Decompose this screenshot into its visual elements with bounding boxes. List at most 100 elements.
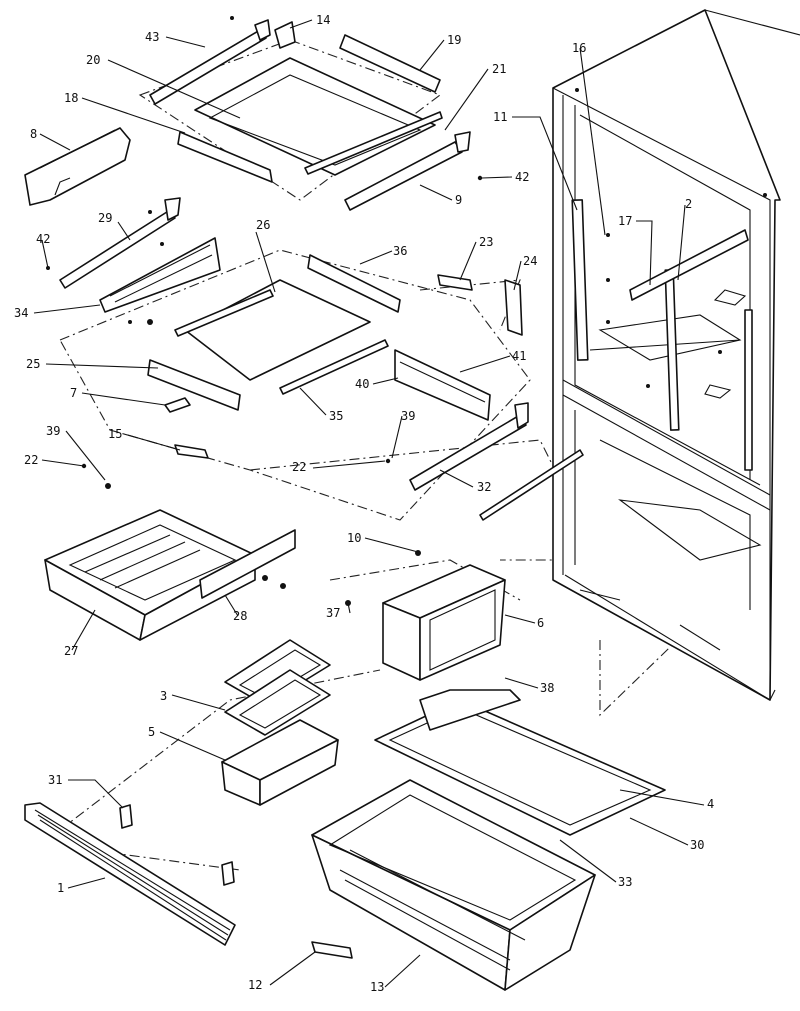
svg-text:5: 5 [148,725,155,739]
callout-9: 9 [419,184,462,207]
top-shelf-left-rail [149,19,271,105]
callout-31: 31 [48,773,124,809]
callout-38: 38 [504,677,554,695]
callout-2: 2 [677,197,692,281]
top-shelf-right-rail [344,131,471,211]
svg-text:8: 8 [30,127,37,141]
callout-22b: 22 [292,460,386,474]
svg-text:6: 6 [537,616,544,630]
svg-text:36: 36 [393,244,407,258]
shelf-clip-14 [274,21,296,49]
callout-35: 35 [299,387,343,423]
svg-text:10: 10 [347,531,361,545]
callout-36: 36 [359,244,407,265]
callout-24: 24 [513,254,537,291]
svg-text:20: 20 [86,53,100,67]
middle-shelf-front-rod-35 [279,339,389,395]
crisper-front-25 [147,359,241,411]
svg-text:40: 40 [355,377,369,391]
kickplate-grille-1 [24,802,236,946]
basket-handle-12 [311,941,353,959]
callout-3: 3 [160,689,226,711]
svg-text:24: 24 [523,254,537,268]
svg-text:2: 2 [685,197,692,211]
crisper-cover-frame-40-41 [394,349,491,421]
svg-text:17: 17 [618,214,632,228]
svg-text:35: 35 [329,409,343,423]
callout-4: 4 [619,789,714,811]
callout-34: 34 [14,304,101,320]
slide-bracket-15 [174,444,209,459]
callout-15: 15 [108,427,181,451]
svg-text:25: 25 [26,357,40,371]
svg-text:28: 28 [233,609,247,623]
callout-11: 11 [493,110,578,211]
callout-42b: 42 [481,170,529,184]
svg-text:19: 19 [447,33,461,47]
middle-shelf-rear-trim-36 [307,254,401,313]
cabinet-liner [552,9,800,701]
callout-32: 32 [439,469,491,494]
callout-18: 18 [64,91,186,134]
svg-text:9: 9 [455,193,462,207]
svg-text:30: 30 [690,838,704,852]
middle-shelf-side-rod [174,289,274,337]
callout-1: 1 [57,877,106,895]
callout-40: 40 [355,377,399,391]
svg-text:43: 43 [145,30,159,44]
kickplate-clip-right [221,861,235,886]
svg-text:38: 38 [540,681,554,695]
divider-strip [479,449,584,521]
callout-37: 37 [326,602,351,620]
callout-21: 21 [444,62,506,131]
callout-5: 5 [148,725,226,761]
evaporator-cover-6 [382,564,506,681]
callout-17: 17 [618,214,653,286]
callout-25: 25 [26,357,159,371]
fasteners [46,16,483,606]
callout-22a: 22 [24,453,85,467]
svg-text:33: 33 [618,875,632,889]
callout-39b: 39 [391,409,415,459]
top-shelf-front-trim [177,131,273,183]
svg-text:15: 15 [108,427,122,441]
callout-8: 8 [30,127,71,151]
callout-33: 33 [559,839,632,889]
ice-bin-5 [221,719,339,806]
lower-right-rail-32 [409,402,529,491]
callout-27: 27 [64,609,96,658]
callouts: 1 2 3 4 5 6 7 8 9 10 11 12 13 14 15 16 1… [14,13,714,994]
svg-text:11: 11 [493,110,507,124]
svg-text:16: 16 [572,41,586,55]
callout-43: 43 [145,30,206,48]
callout-12: 12 [248,951,316,992]
callout-6: 6 [504,614,544,630]
ice-tray-3-lower [224,669,331,736]
freezer-shelf-bracket-38 [419,689,521,731]
middle-shelf-track-34 [99,237,221,313]
callout-14: 14 [289,13,330,29]
svg-text:34: 34 [14,306,28,320]
svg-text:22: 22 [292,460,306,474]
callout-26: 26 [255,218,276,293]
svg-text:42: 42 [515,170,529,184]
svg-text:31: 31 [48,773,62,787]
crisper-slide-7 [164,397,191,413]
callout-7: 7 [70,386,166,406]
svg-text:37: 37 [326,606,340,620]
middle-shelf-glass [184,279,371,381]
callout-28: 28 [224,594,247,623]
svg-text:42: 42 [36,232,50,246]
egg-holder-23 [437,274,473,291]
dairy-door-8 [24,127,131,206]
callout-20: 20 [86,53,241,119]
svg-text:14: 14 [316,13,330,27]
svg-text:7: 7 [70,386,77,400]
svg-text:21: 21 [492,62,506,76]
crisper-slide-rail-28 [199,529,296,599]
freezer-basket-13 [311,779,596,991]
svg-text:13: 13 [370,980,384,994]
svg-text:41: 41 [512,349,526,363]
svg-text:27: 27 [64,644,78,658]
